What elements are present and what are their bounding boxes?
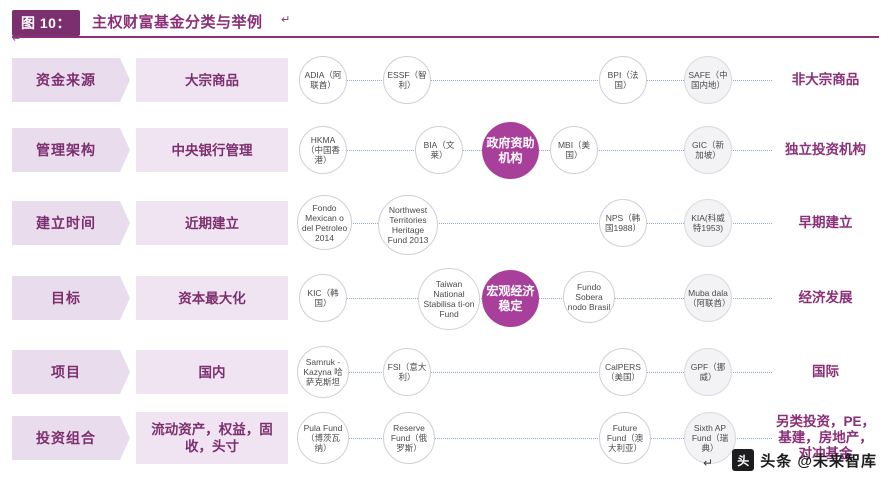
bubble-item: Northwest Territories Heritage Fund 2013 [378, 195, 438, 255]
bubble-item: KIC（韩国） [299, 274, 347, 322]
bubble-item: MBI（美国） [550, 126, 598, 174]
bubble-item: FSI（意大利） [383, 348, 431, 396]
row-left-category: 资本最大化 [136, 276, 288, 320]
bubble-item: BPI（法国） [599, 56, 647, 104]
bubble-item: Sixth AP Fund（瑞典） [684, 412, 736, 464]
row-left-category: 流动资产，权益，固收，头寸 [136, 412, 288, 464]
diagram-row: 管理架构 中央银行管理 HKMA（中国香港） BIA（文莱） 政府资助机构 MB… [12, 118, 879, 182]
row-right-category: 经济发展 [798, 290, 853, 305]
row-connector-line [344, 438, 772, 439]
row-label-establishment-time: 建立时间 [12, 201, 130, 245]
diagram-row: 建立时间 近期建立 Fondo Mexican o del Petroleo 2… [12, 189, 879, 257]
bubble-item: GIC（新加坡） [684, 126, 732, 174]
bubble-item: ESSF（智利） [383, 56, 431, 104]
bubble-item: ADIA（阿联酋） [299, 56, 347, 104]
row-label-goal: 目标 [12, 276, 130, 320]
row-left-category: 近期建立 [136, 201, 288, 245]
bubble-item: SAFE（中国内地） [684, 56, 732, 104]
row-connector-line [345, 298, 772, 299]
row-right-category: 另类投资，PE，基建，房地产，对冲基金 [775, 414, 875, 461]
row-right-category: 国际 [812, 364, 839, 379]
bubble-item: Pula Fund（博茨瓦纳） [297, 412, 349, 464]
bubble-item: Fundo Sobera nodo Brasil [563, 271, 615, 323]
row-left-category: 大宗商品 [136, 58, 288, 102]
bubble-item: Future Fund（澳大利亚） [599, 412, 651, 464]
diagram-row: 资金来源 大宗商品 ADIA（阿联酋） ESSF（智利） BPI（法国） SAF… [12, 50, 879, 110]
row-connector-line [342, 80, 772, 81]
bubble-item: CalPERS（美国） [599, 348, 647, 396]
diagram-row: 投资组合 流动资产，权益，固收，头寸 Pula Fund（博茨瓦纳） Reser… [12, 408, 879, 468]
figure-title-bar: 图 10： 主权财富基金分类与举例 ↵ [0, 10, 891, 38]
bubble-item: BIA（文莱） [415, 126, 463, 174]
row-label-capital-source: 资金来源 [12, 58, 130, 102]
bubble-item: KIA(科威特1953) [684, 199, 732, 247]
row-connector-line [350, 223, 772, 224]
bubble-item: Muba dala（阿联酋） [684, 274, 732, 322]
row-left-category: 国内 [136, 350, 288, 394]
row-left-category: 中央银行管理 [136, 128, 288, 172]
row-label-management-structure: 管理架构 [12, 128, 130, 172]
watermark-paragraph-mark: ↵ [702, 456, 713, 470]
watermark-logo-icon: 头 [732, 449, 755, 471]
row-label-portfolio: 投资组合 [12, 416, 130, 460]
paragraph-mark-icon-2: ↵ [12, 33, 22, 45]
bubble-item: Taiwan National Stabilisa ti-on Fund [418, 268, 480, 330]
bubble-item-highlight: 宏观经济稳定 [482, 270, 539, 327]
bubble-item: Samruk -Kazyna 哈萨克斯坦 [297, 346, 349, 398]
row-connector-line [344, 372, 772, 373]
diagram-row: 目标 资本最大化 KIC（韩国） Taiwan National Stabili… [12, 262, 879, 334]
bubble-item-highlight: 政府资助机构 [482, 122, 539, 179]
row-right-category: 独立投资机构 [785, 142, 866, 157]
bubble-item: Reserve Fund（俄罗斯） [383, 412, 435, 464]
bubble-item: Fondo Mexican o del Petroleo 2014 [297, 195, 352, 250]
bubble-item: NPS（韩国1988） [599, 199, 647, 247]
title-divider [12, 36, 879, 38]
bubble-item: HKMA（中国香港） [299, 126, 347, 174]
watermark-text: 头条 @未来智库 [760, 452, 877, 470]
bubble-item: GPF（挪威） [684, 348, 732, 396]
row-right-category: 非大宗商品 [791, 72, 860, 87]
figure-title-text: 主权财富基金分类与举例 [92, 14, 263, 31]
row-right-category: 早期建立 [798, 215, 853, 230]
watermark: 头 头条 @未来智库 [732, 449, 877, 471]
diagram-row: 项目 国内 Samruk -Kazyna 哈萨克斯坦 FSI（意大利） CalP… [12, 340, 879, 404]
row-label-project: 项目 [12, 350, 130, 394]
paragraph-mark-icon: ↵ [281, 14, 291, 26]
sovereign-wealth-fund-classification-diagram: 资金来源 大宗商品 ADIA（阿联酋） ESSF（智利） BPI（法国） SAF… [12, 50, 879, 465]
figure-number-tag: 图 10： [12, 10, 80, 36]
